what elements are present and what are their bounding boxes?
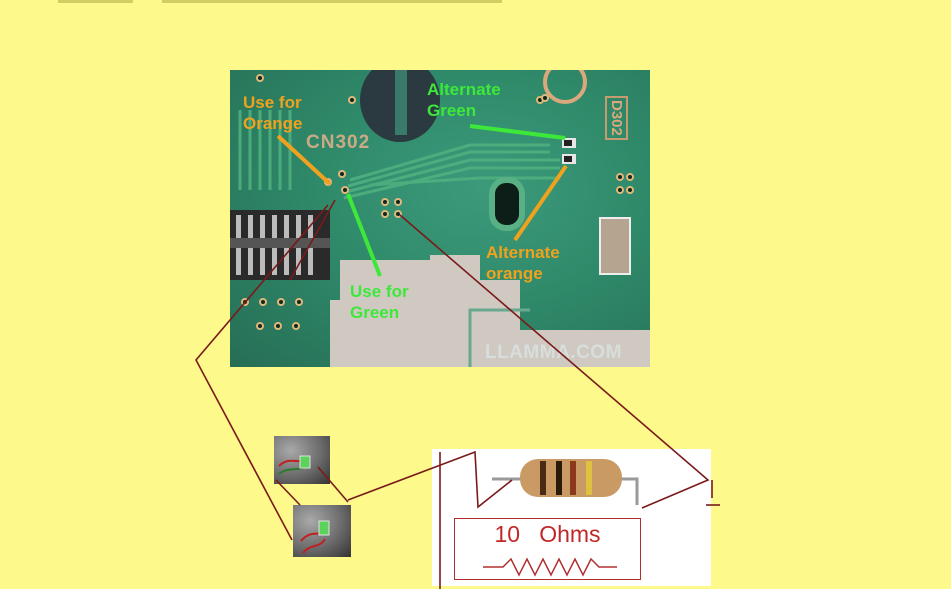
label-use-for-green: Use for Green xyxy=(350,282,409,322)
resistor-value-label: 10 Ohms xyxy=(494,521,601,547)
connector-label: CN302 xyxy=(306,132,371,153)
top-rule-right xyxy=(162,0,502,3)
label-alternate-green: Alternate Green xyxy=(427,80,501,120)
resistor-symbol xyxy=(483,557,617,577)
label-alternate-orange: Alternate orange xyxy=(486,243,560,283)
led-photo xyxy=(300,520,330,554)
label-use-for-orange: Use for Orange xyxy=(243,93,303,133)
top-rule-left xyxy=(58,0,133,3)
pcb-photo: Use for Orange Alternate Green CN302 D30… xyxy=(230,70,650,367)
led-photo-bottom xyxy=(293,505,351,557)
led-photo-top xyxy=(274,436,330,484)
led-photo xyxy=(278,455,311,475)
component-label: D302 xyxy=(605,96,628,140)
resistor-symbol-box: 10 Ohms xyxy=(454,518,641,580)
watermark: LLAMMA.COM xyxy=(485,342,622,363)
